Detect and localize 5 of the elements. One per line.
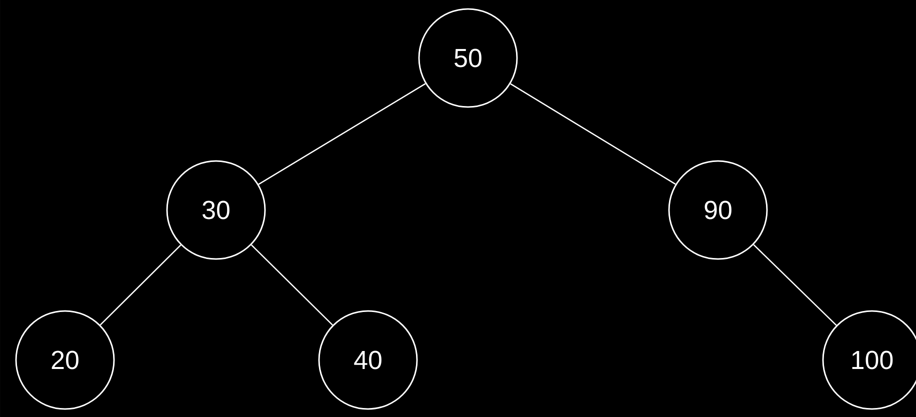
connector-line [258, 83, 426, 185]
connector-line [250, 244, 334, 326]
connector-line [100, 244, 182, 326]
connector-line [510, 83, 676, 185]
connector-line [753, 244, 837, 326]
